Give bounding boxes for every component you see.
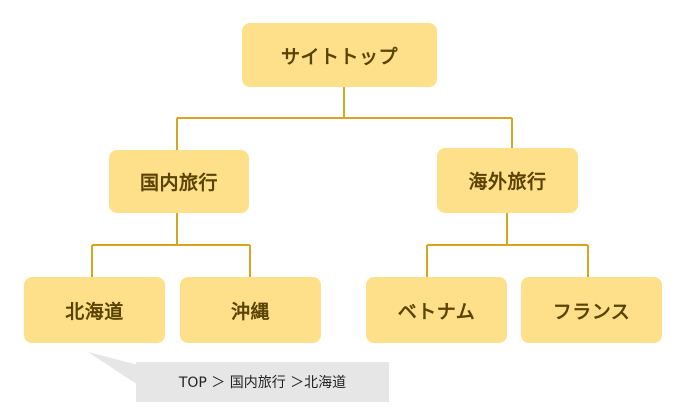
node-hokkaido[interactable]: 北海道 <box>24 277 165 343</box>
node-site-top[interactable]: サイトトップ <box>242 23 437 87</box>
node-france[interactable]: フランス <box>521 277 662 343</box>
node-overseas-travel[interactable]: 海外旅行 <box>437 148 578 213</box>
breadcrumb: TOP ＞ 国内旅行 ＞北海道 <box>136 362 389 402</box>
node-domestic-travel[interactable]: 国内旅行 <box>109 150 249 213</box>
breadcrumb-callout-tail <box>88 352 138 385</box>
node-vietnam[interactable]: ベトナム <box>366 277 507 343</box>
node-okinawa[interactable]: 沖縄 <box>180 277 321 343</box>
